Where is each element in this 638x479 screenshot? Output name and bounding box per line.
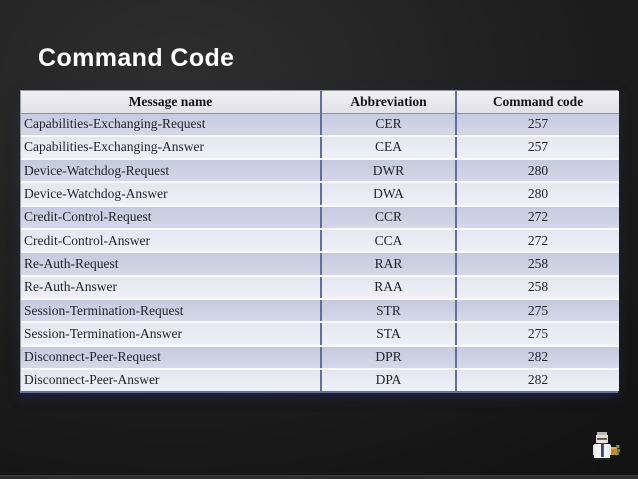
message-name-cell: Re-Auth-Request bbox=[21, 252, 321, 277]
message-name-cell: Credit-Control-Request bbox=[21, 205, 321, 230]
message-name-cell: Disconnect-Peer-Request bbox=[21, 345, 321, 370]
abbreviation-cell: RAR bbox=[320, 252, 457, 277]
command-code-cell: 257 bbox=[456, 135, 619, 161]
abbreviation-cell: CCR bbox=[320, 205, 457, 230]
message-name-cell: Capabilities-Exchanging-Answer bbox=[21, 135, 321, 161]
message-name-cell: Capabilities-Exchanging-Request bbox=[21, 113, 321, 137]
slide-bottom-edge bbox=[0, 475, 638, 479]
message-name-cell: Credit-Control-Answer bbox=[21, 228, 321, 254]
message-name-cell: Device-Watchdog-Request bbox=[21, 159, 321, 184]
command-code-cell: 272 bbox=[456, 228, 619, 254]
message-name-cell: Device-Watchdog-Answer bbox=[21, 182, 321, 207]
abbreviation-cell: DPA bbox=[320, 368, 457, 391]
abbreviation-cell: DWR bbox=[320, 159, 457, 184]
abbreviation-cell: DWA bbox=[320, 182, 457, 207]
command-code-cell: 275 bbox=[456, 322, 619, 347]
header-message-name: Message name bbox=[21, 91, 321, 114]
message-name-cell: Disconnect-Peer-Answer bbox=[21, 368, 321, 391]
command-code-cell: 280 bbox=[456, 159, 619, 184]
command-code-cell: 258 bbox=[456, 275, 619, 300]
command-code-cell: 272 bbox=[456, 205, 619, 230]
command-code-cell: 275 bbox=[456, 298, 619, 324]
abbreviation-cell: STA bbox=[320, 322, 457, 347]
abbreviation-cell: CER bbox=[320, 113, 457, 137]
abbreviation-cell: DPR bbox=[320, 345, 457, 370]
message-name-cell: Re-Auth-Answer bbox=[21, 275, 321, 300]
slide-title: Command Code bbox=[38, 44, 235, 72]
abbreviation-cell: RAA bbox=[320, 275, 457, 300]
abbreviation-cell: CCA bbox=[320, 228, 457, 254]
message-name-cell: Session-Termination-Answer bbox=[21, 322, 321, 347]
abbreviation-cell: CEA bbox=[320, 135, 457, 161]
header-command-code: Command code bbox=[456, 91, 619, 114]
command-code-cell: 257 bbox=[456, 113, 619, 137]
abbreviation-cell: STR bbox=[320, 298, 457, 324]
command-code-cell: 282 bbox=[456, 368, 619, 391]
message-name-cell: Session-Termination-Request bbox=[21, 298, 321, 324]
command-code-cell: 282 bbox=[456, 345, 619, 370]
command-code-cell: 258 bbox=[456, 252, 619, 277]
command-code-cell: 280 bbox=[456, 182, 619, 207]
mascot-watermark-icon bbox=[591, 432, 621, 470]
header-abbreviation: Abbreviation bbox=[320, 91, 457, 114]
